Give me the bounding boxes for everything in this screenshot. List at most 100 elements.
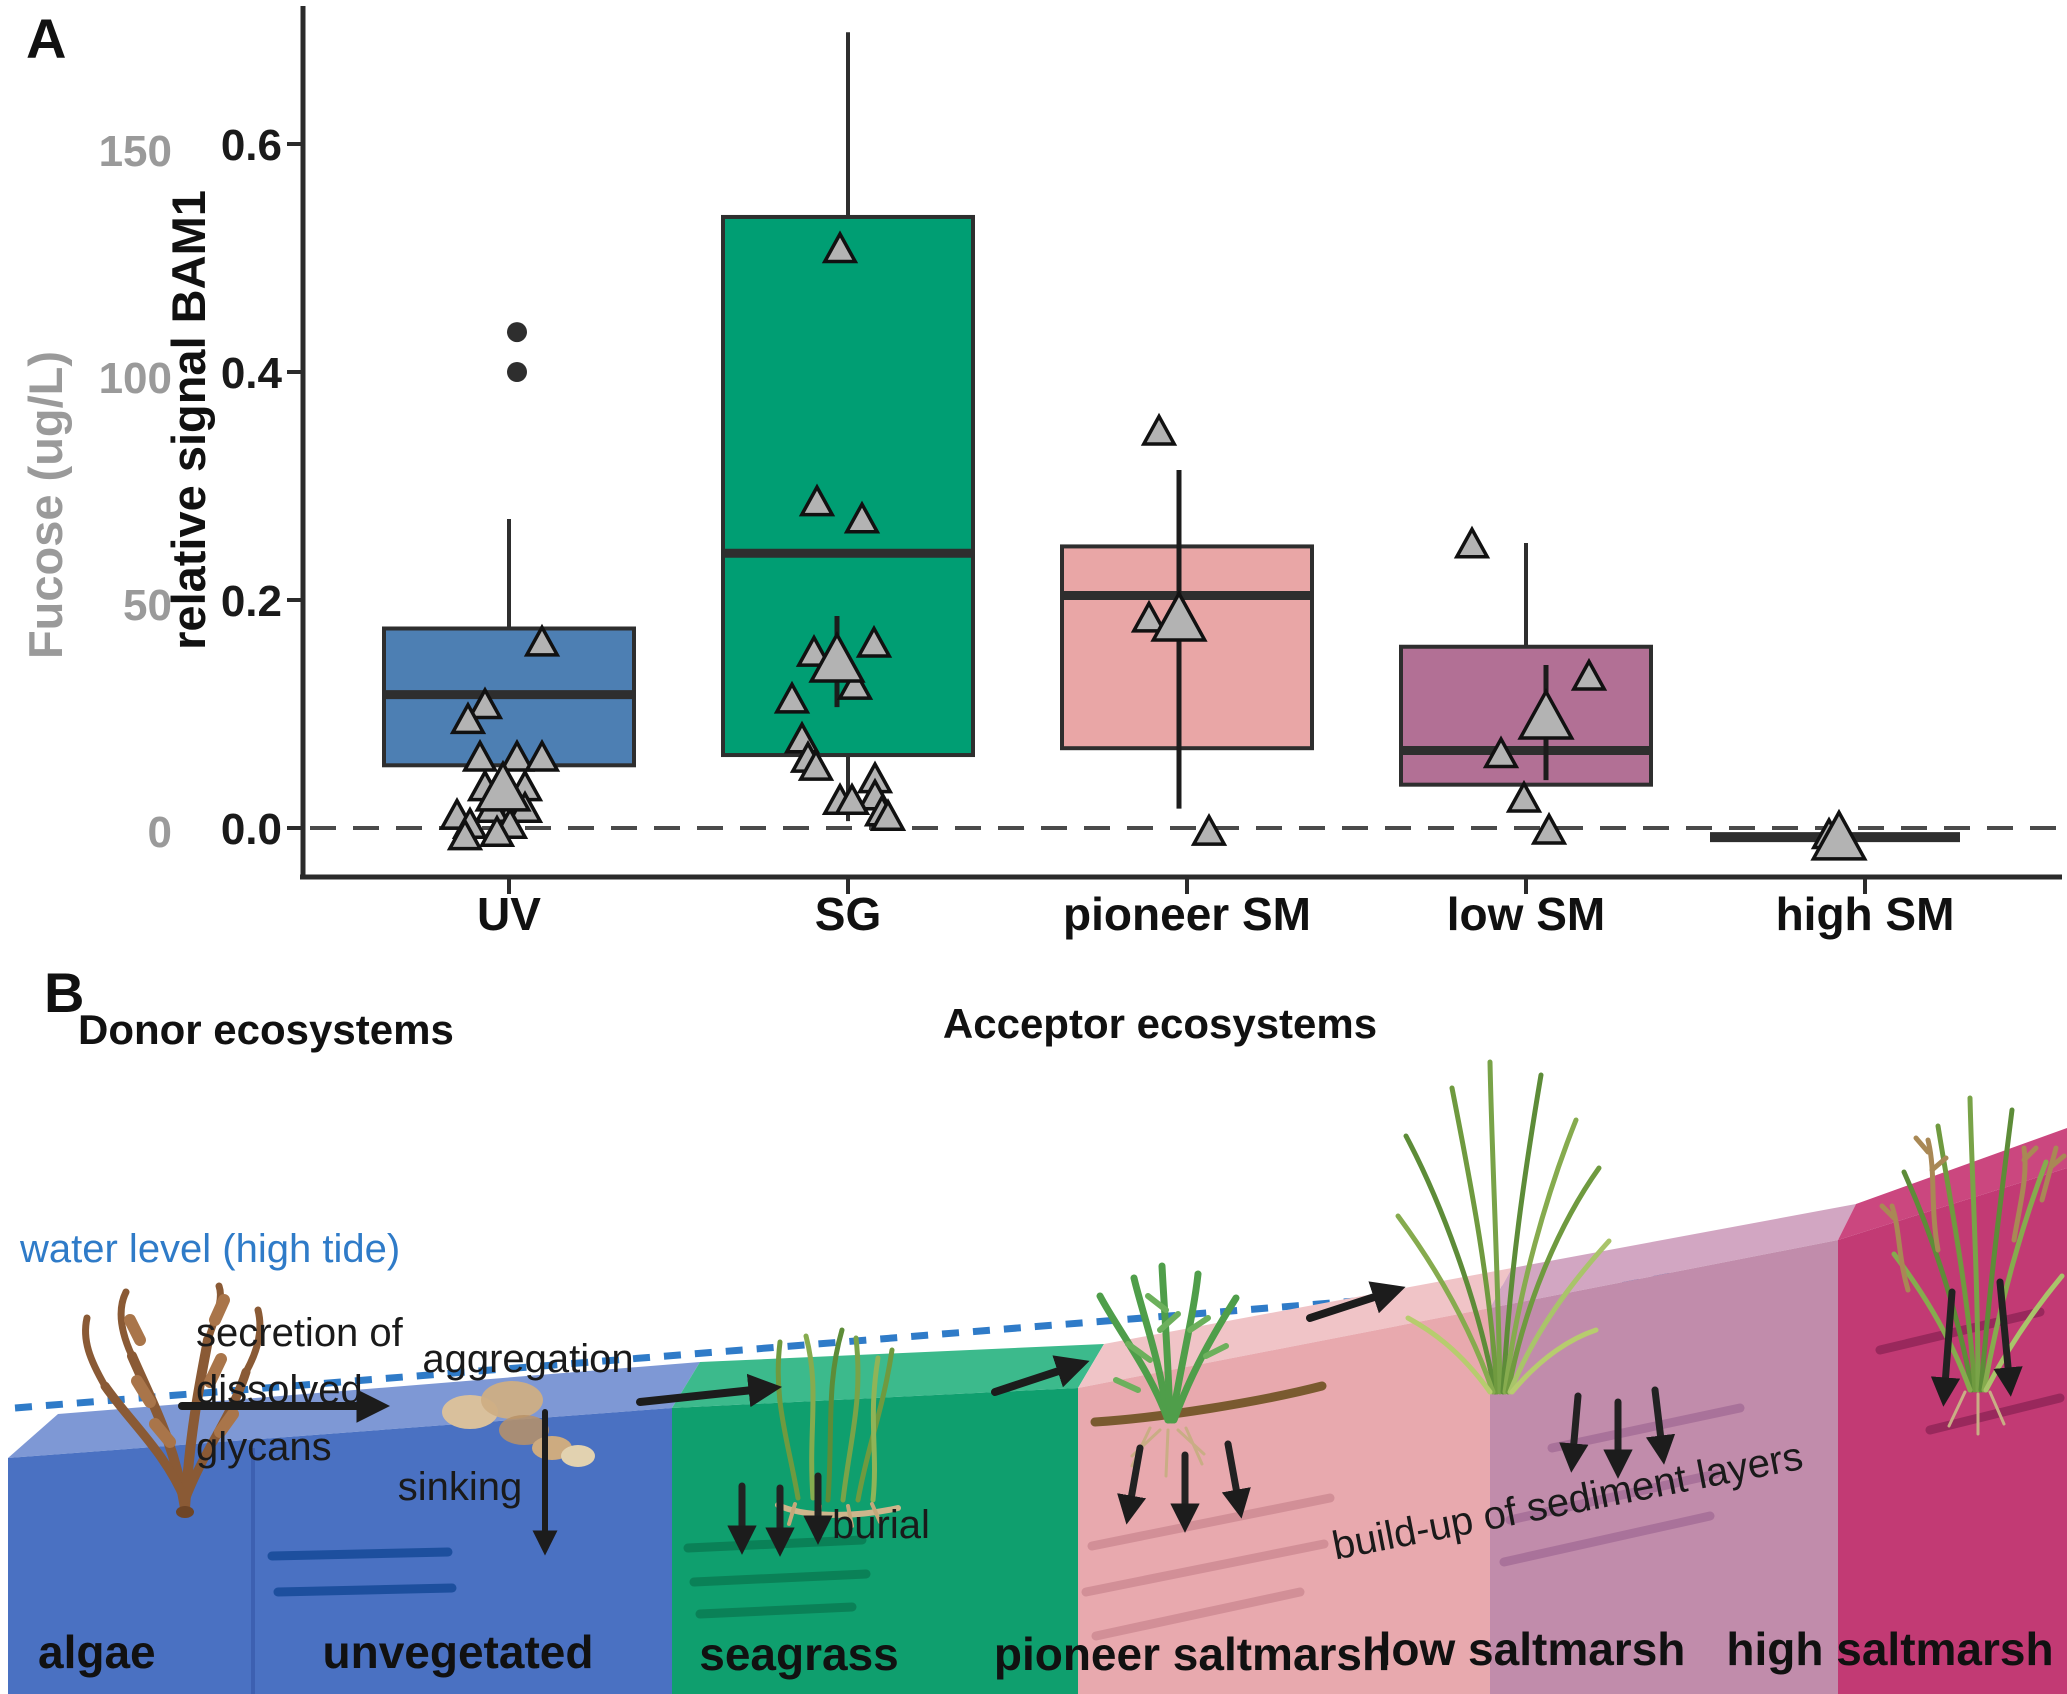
low-saltmarsh-label: low saltmarsh: [1379, 1623, 1686, 1675]
pioneer SM-box: [1060, 544, 1314, 751]
unvegetated-sediment-line: [273, 1583, 457, 1597]
aggregation-label: aggregation: [422, 1337, 633, 1381]
xtick-low-SM: low SM: [1447, 888, 1605, 940]
low-saltmarsh-block-front: [1490, 1240, 1838, 1694]
SG-point-triangle: [869, 798, 907, 832]
algae-label: algae: [38, 1626, 156, 1678]
pioneer SM-point-triangle: [1190, 812, 1228, 846]
xtick-SG: SG: [815, 888, 881, 940]
y-tick-marks: [287, 142, 303, 830]
UV-point-triangle: [449, 701, 487, 735]
ytick-0.2: 0.2: [221, 577, 282, 626]
high-saltmarsh-sediment-line: [1925, 1393, 2065, 1435]
ytick-0.6: 0.6: [221, 121, 282, 170]
low-saltmarsh-sediment-line: [1505, 1469, 1721, 1525]
to-pioneer-arrow: [991, 1355, 1090, 1396]
unvegetated-sediment-line: [267, 1547, 453, 1561]
low-deposition-arrow: [1645, 1386, 1676, 1465]
high-saltmarsh-grass-illustration: [1879, 1095, 2067, 1436]
donor-heading: Donor ecosystems: [78, 1006, 454, 1053]
panel-b: B Donor ecosystems Acceptor ecosystems w…: [8, 961, 2067, 1694]
high-saltmarsh-block-front: [1838, 1168, 2067, 1694]
pioneer SM-mean-triangle: [1150, 589, 1208, 642]
UV-point-triangle: [446, 817, 484, 851]
pioneer SM-point-triangle: [1130, 599, 1168, 633]
pioneer-deposition-arrow: [1221, 1440, 1251, 1519]
ytick2-150: 150: [99, 127, 172, 176]
pioneer-sediment-line: [1081, 1539, 1329, 1597]
UV-point-triangle: [461, 738, 499, 772]
burial-label: burial: [832, 1503, 930, 1547]
low SM-point-triangle: [1482, 735, 1520, 769]
seagrass-label: seagrass: [699, 1628, 899, 1680]
to-seagrass-arrow: [636, 1373, 783, 1408]
high-deposition-arrow: [1930, 1288, 1961, 1407]
xtick-pioneer-SM: pioneer SM: [1063, 888, 1311, 940]
y-axis-secondary-title: Fucose (ug/L): [19, 351, 72, 659]
low-saltmarsh-sediment-line: [1499, 1511, 1715, 1567]
SG-point-triangle: [795, 633, 833, 667]
low SM-point-triangle: [1530, 811, 1568, 845]
low SM-point-triangle: [1570, 657, 1608, 691]
panel-b-label: B: [44, 961, 84, 1024]
water-level-label: water level (high tide): [19, 1227, 400, 1271]
ytick2-0: 0: [148, 808, 172, 857]
low-deposition-arrow: [1559, 1392, 1589, 1473]
secretion-line1: secretion of: [196, 1311, 404, 1355]
high-deposition-arrow: [1993, 1278, 2023, 1397]
y-axis-title: relative signal BAM1: [162, 190, 215, 650]
SG-point-triangle: [833, 782, 871, 816]
SG-point-triangle: [798, 483, 836, 517]
unvegetated-label: unvegetated: [323, 1626, 594, 1678]
ytick-0.0: 0.0: [221, 805, 282, 854]
low SM-point-triangle: [1453, 525, 1491, 559]
panel-a-label: A: [26, 7, 66, 70]
pioneer-deposition-arrow: [1117, 1444, 1147, 1525]
high SM-mean-triangle: [1810, 808, 1868, 861]
UV-point-triangle: [466, 686, 504, 720]
UV-mean-triangle: [474, 759, 532, 812]
aggregation-blobs-illustration: [442, 1381, 595, 1467]
low-saltmarsh-sediment-line: [1547, 1403, 1745, 1453]
to-low-saltmarsh-arrow: [1306, 1281, 1406, 1322]
high-saltmarsh-label: high saltmarsh: [1726, 1623, 2053, 1675]
low-saltmarsh-grass-illustration: [1395, 1059, 1612, 1395]
pioneer-saltmarsh-plant-illustration: [1090, 1262, 1327, 1478]
UV-point-triangle: [478, 814, 516, 847]
UV-outlier-dot: [507, 362, 527, 382]
pioneer-sediment-line: [1087, 1493, 1335, 1551]
x-tick-marks: [507, 877, 1867, 894]
UV-outlier-dot: [507, 322, 527, 343]
pioneer SM-point-triangle: [1140, 412, 1178, 446]
low-saltmarsh-block-top: [1490, 1204, 1856, 1308]
secretion-line3: glycans: [196, 1425, 332, 1469]
SG-point-triangle: [843, 500, 881, 534]
SG-point-triangle: [821, 230, 859, 264]
SG-point-triangle: [855, 624, 893, 658]
pioneer-sediment-line: [1091, 1587, 1305, 1641]
algae-illustration: [82, 1282, 264, 1518]
pioneer-saltmarsh-label: pioneer saltmarsh: [994, 1628, 1390, 1680]
flow-arrows: [178, 1281, 1406, 1556]
panel-a: A 0.6 0.4 0.2 0.0 150 100 50 0 relat: [19, 6, 2062, 940]
SG-point-triangle: [773, 680, 811, 714]
low SM-box: [1399, 644, 1653, 787]
acceptor-heading: Acceptor ecosystems: [943, 1000, 1377, 1047]
low SM-point-triangle: [1505, 779, 1543, 813]
UV-point-triangle: [523, 623, 561, 657]
ytick2-100: 100: [99, 354, 172, 403]
seagrass-sediment-line: [689, 1569, 871, 1587]
SG-point-triangle: [836, 667, 874, 700]
UV-point-triangle: [498, 738, 536, 772]
low SM-mean-triangle: [1517, 687, 1575, 740]
xtick-high-SM: high SM: [1776, 888, 1955, 940]
seagrass-block-front: [672, 1388, 1078, 1694]
UV-point-triangle: [523, 738, 561, 772]
xtick-UV: UV: [477, 888, 541, 940]
boxplot-layer: [382, 32, 1960, 861]
ytick2-50: 50: [123, 581, 172, 630]
SG-mean-triangle: [808, 630, 866, 683]
seagrass-sediment-line: [695, 1602, 857, 1619]
